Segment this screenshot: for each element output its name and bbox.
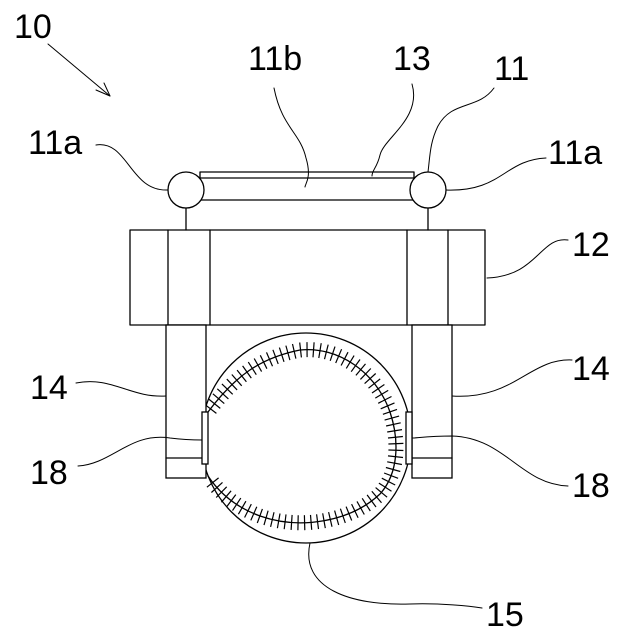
seam-stitch (267, 352, 273, 366)
pad-right (406, 412, 412, 464)
seam-stitch (367, 495, 376, 507)
joint-right (410, 172, 446, 208)
seam-stitch (372, 491, 382, 503)
label-pad-left: 18 (30, 454, 68, 492)
seam-stitch (388, 456, 403, 458)
seam-stitch (388, 450, 403, 451)
seam-stitch (238, 501, 246, 514)
seam-stitch (248, 362, 256, 375)
label-arm-left: 14 (30, 369, 68, 407)
seam-stitch (388, 437, 403, 439)
seam-stitch (233, 498, 241, 511)
ball-outline (201, 333, 411, 543)
seam-stitch (379, 483, 392, 491)
seam-stitch (388, 443, 403, 444)
label-base: 12 (572, 226, 610, 264)
seam-stitch (378, 397, 391, 404)
label-link: 13 (393, 40, 431, 78)
seam-stitch (213, 394, 224, 404)
seam-stitch (245, 504, 252, 517)
pad-left (202, 412, 208, 464)
rod-11b (200, 172, 414, 200)
seam-stitch (260, 355, 267, 368)
ball (201, 333, 411, 543)
seam-stitch (251, 507, 257, 521)
seam-stitch (313, 342, 314, 357)
seam-stitch (311, 515, 312, 530)
seam-stitch (221, 491, 231, 502)
label-rod: 11b (248, 40, 302, 78)
arm-left-body (166, 325, 206, 478)
arm-right (406, 325, 452, 478)
seam-stitch (356, 364, 366, 376)
seam-stitch (254, 359, 261, 372)
seam-stitch (346, 356, 354, 369)
seam-stitch (291, 515, 292, 530)
seam-stitch (382, 478, 395, 485)
seam-stitch (243, 366, 252, 378)
seam-stitch (351, 360, 360, 372)
leader-lines (76, 84, 572, 608)
label-arm-right: 14 (572, 350, 610, 388)
label-joint-right: 11a (548, 134, 602, 172)
seam-stitch (227, 495, 236, 507)
base-block (130, 230, 485, 325)
seam-stitch (369, 379, 381, 388)
label-device: 10 (14, 8, 52, 46)
seam-stitch (362, 498, 370, 511)
joint-left (168, 172, 204, 208)
label-ball: 15 (486, 596, 524, 634)
seam-stitch (352, 504, 359, 518)
device-reference: 10 (14, 8, 110, 96)
seam-stitch (336, 349, 342, 363)
seam-stitch (384, 473, 398, 478)
base-outline (130, 230, 485, 325)
arm-left (166, 325, 208, 478)
label-frame: 11 (494, 50, 529, 88)
reference-numerals: 11a 11b 13 11 11a 12 14 14 18 18 15 (28, 40, 610, 634)
seam-stitch (300, 343, 302, 358)
seam-stitch (209, 399, 221, 408)
label-joint-left: 11a (28, 124, 82, 162)
seam-stitch (375, 390, 388, 398)
seam-stitch (372, 385, 384, 394)
seam-stitch (341, 352, 348, 365)
label-pad-right: 18 (572, 467, 610, 505)
seam-stitch (381, 403, 395, 409)
seam-stitch (237, 370, 246, 382)
arm-right-body (412, 325, 452, 478)
seam-stitches (205, 342, 404, 530)
device-arrow (48, 44, 110, 96)
seam-stitch (357, 501, 364, 514)
